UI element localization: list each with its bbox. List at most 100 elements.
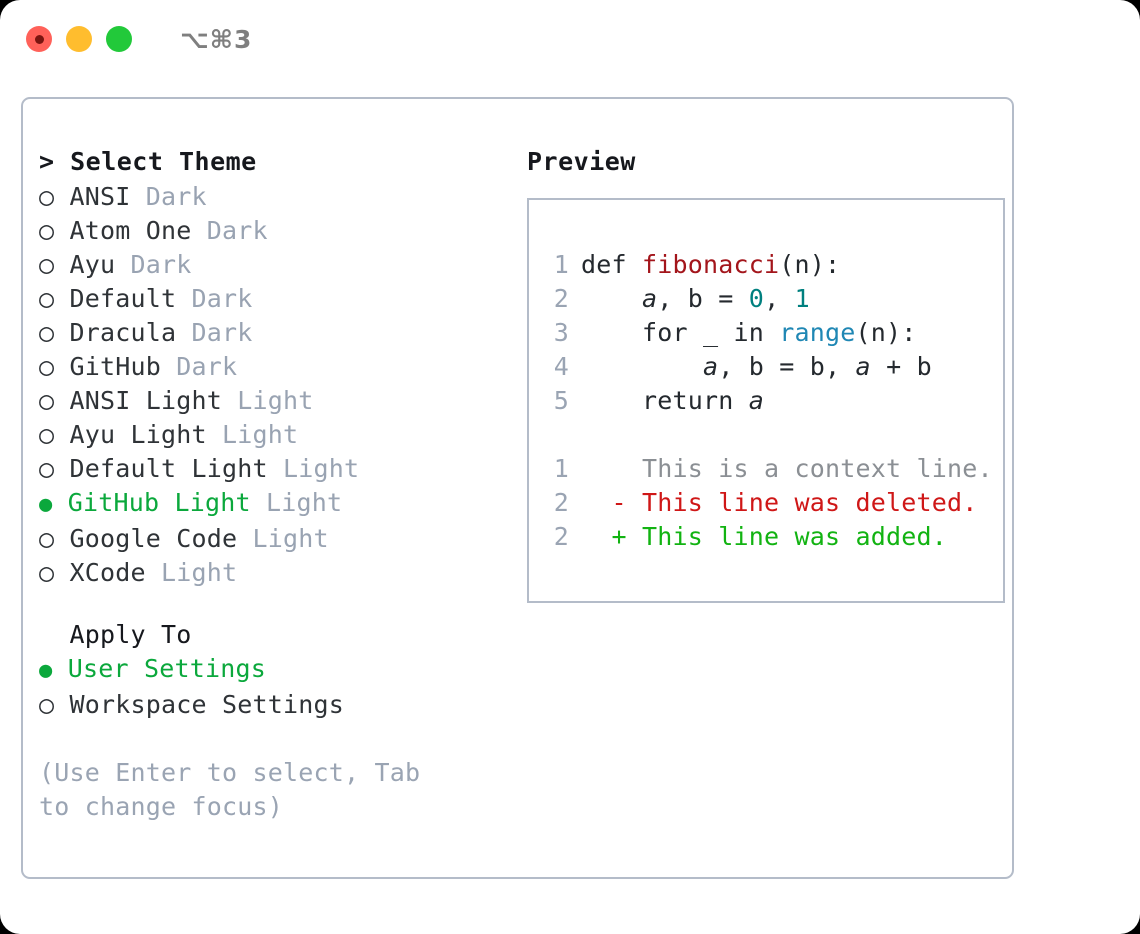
maximize-window-button[interactable]	[106, 26, 132, 52]
diff-sign: +	[581, 522, 627, 551]
apply-to-heading: Apply To	[39, 620, 192, 649]
line-number: 2	[553, 488, 569, 517]
theme-option[interactable]: ○ Atom One Dark	[39, 214, 519, 248]
theme-option-label: ANSI Light	[54, 386, 223, 415]
code-line: 3 for _ in range(n):	[547, 316, 1003, 350]
theme-variant-tag: Light	[267, 454, 360, 483]
diff-sign: -	[581, 488, 627, 517]
theme-option-list: ○ ANSI Dark○ Atom One Dark○ Ayu Dark○ De…	[39, 180, 519, 590]
traffic-light-group	[26, 26, 132, 52]
theme-option[interactable]: ○ Ayu Light Light	[39, 418, 519, 452]
radio-unselected-icon: ○	[39, 250, 55, 279]
radio-unselected-icon: ○	[39, 284, 55, 313]
code-token: return	[581, 386, 749, 415]
code-token: range	[779, 318, 856, 347]
apply-to-option-list: ● User Settings○ Workspace Settings	[39, 652, 519, 722]
diff-text: This line was deleted.	[626, 488, 978, 517]
line-number: 1	[553, 454, 569, 483]
apply-to-option-label: User Settings	[52, 654, 266, 683]
radio-unselected-icon: ○	[39, 524, 55, 553]
diff-line: 1 This is a context line.	[547, 452, 1003, 486]
radio-unselected-icon: ○	[39, 558, 55, 587]
code-line: 5 return a	[547, 384, 1003, 418]
apply-to-option-label: Workspace Settings	[54, 690, 345, 719]
theme-option-label: Ayu Light	[54, 420, 207, 449]
code-token	[581, 284, 642, 313]
radio-unselected-icon: ○	[39, 318, 55, 347]
theme-option-label: GitHub	[54, 352, 162, 381]
line-number: 1	[553, 250, 569, 279]
theme-variant-tag: Dark	[176, 284, 253, 313]
keyboard-shortcut-label: ⌥⌘3	[180, 24, 253, 54]
theme-option-label: ANSI	[54, 182, 131, 211]
diff-text: This is a context line.	[626, 454, 993, 483]
diff-line: 2 - This line was deleted.	[547, 486, 1003, 520]
code-line: 2 a, b = 0, 1	[547, 282, 1003, 316]
diff-sign	[581, 454, 627, 483]
code-token: (n):	[779, 250, 841, 279]
code-token: + b	[870, 352, 932, 381]
theme-variant-tag: Dark	[191, 216, 268, 245]
code-line: 4 a, b = b, a + b	[547, 350, 1003, 384]
code-token: , b = b,	[718, 352, 856, 381]
theme-variant-tag: Dark	[115, 250, 192, 279]
theme-variant-tag: Light	[237, 524, 329, 553]
theme-option[interactable]: ○ XCode Light	[39, 556, 519, 590]
theme-option[interactable]: ○ Dracula Dark	[39, 316, 519, 350]
theme-option-label: Default	[54, 284, 177, 313]
radio-selected-icon: ●	[39, 492, 53, 517]
theme-option[interactable]: ○ Ayu Dark	[39, 248, 519, 282]
code-token: for _ in	[581, 318, 780, 347]
theme-variant-tag: Light	[250, 488, 343, 517]
code-token: (n):	[855, 318, 917, 347]
theme-option[interactable]: ○ ANSI Light Light	[39, 384, 519, 418]
line-number: 2	[553, 284, 569, 313]
theme-option-label: Google Code	[54, 524, 238, 553]
apply-to-option[interactable]: ● User Settings	[39, 652, 519, 688]
theme-option[interactable]: ● GitHub Light Light	[39, 486, 519, 522]
code-token: fibonacci	[642, 250, 780, 279]
line-number: 4	[553, 352, 569, 381]
theme-variant-tag: Dark	[176, 318, 253, 347]
code-token: def	[581, 250, 643, 279]
theme-variant-tag: Light	[206, 420, 299, 449]
select-theme-heading: > Select Theme	[39, 147, 257, 176]
radio-unselected-icon: ○	[39, 420, 55, 449]
theme-selection-column: > Select Theme ○ ANSI Dark○ Atom One Dar…	[39, 147, 519, 877]
title-bar: ⌥⌘3	[0, 0, 1140, 78]
theme-variant-tag: Dark	[130, 182, 207, 211]
radio-unselected-icon: ○	[39, 454, 55, 483]
theme-option[interactable]: ○ Default Dark	[39, 282, 519, 316]
code-token: 0	[748, 284, 765, 313]
code-token: a	[855, 352, 871, 381]
theme-option-label: Default Light	[54, 454, 268, 483]
code-token: ,	[764, 284, 795, 313]
minimize-window-button[interactable]	[66, 26, 92, 52]
theme-option[interactable]: ○ Google Code Light	[39, 522, 519, 556]
theme-variant-tag: Light	[222, 386, 314, 415]
theme-option-label: GitHub Light	[52, 488, 251, 517]
code-token: 1	[794, 284, 810, 313]
theme-option-label: Atom One	[54, 216, 192, 245]
preview-heading: Preview	[527, 147, 636, 176]
theme-option[interactable]: ○ Default Light Light	[39, 452, 519, 486]
diff-text: This line was added.	[626, 522, 948, 551]
radio-unselected-icon: ○	[39, 352, 55, 381]
line-number: 3	[553, 318, 569, 347]
close-window-button[interactable]	[26, 26, 52, 52]
theme-option[interactable]: ○ ANSI Dark	[39, 180, 519, 214]
diff-line: 2 + This line was added.	[547, 520, 1003, 554]
apply-to-option[interactable]: ○ Workspace Settings	[39, 688, 519, 722]
theme-option[interactable]: ○ GitHub Dark	[39, 350, 519, 384]
line-number: 5	[553, 386, 569, 415]
code-line: 1 def fibonacci(n):	[547, 248, 1003, 282]
code-token	[581, 352, 703, 381]
theme-variant-tag: Dark	[161, 352, 238, 381]
line-number: 2	[553, 522, 569, 551]
theme-option-label: Ayu	[54, 250, 116, 279]
main-panel: > Select Theme ○ ANSI Dark○ Atom One Dar…	[21, 97, 1014, 879]
